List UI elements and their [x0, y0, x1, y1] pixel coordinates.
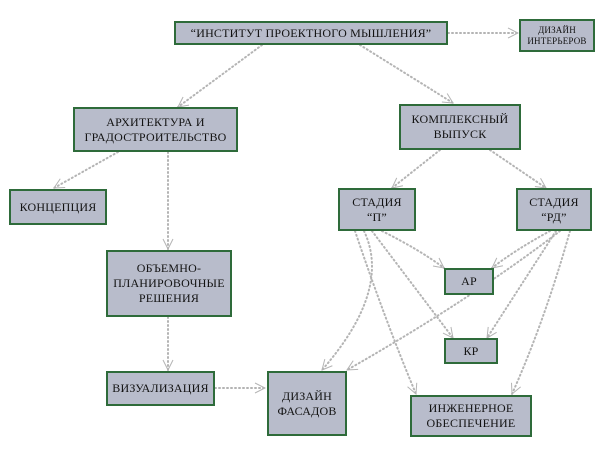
edge-stage-rd-engineering	[511, 230, 571, 394]
edge-stage-p-engineering	[354, 230, 416, 394]
concept-node: КОНЦЕПЦИЯ	[9, 189, 107, 225]
complex-release-node: КОМПЛЕКСНЫЙ ВЫПУСК	[399, 104, 521, 150]
edge-institute-architecture	[177, 44, 263, 108]
edge-stage-p-ar	[381, 230, 445, 269]
stage-p-node: СТАДИЯ “П”	[338, 188, 416, 231]
kr-node: КР	[444, 338, 498, 364]
institute-node: “ИНСТИТУТ ПРОЕКТНОГО МЫШЛЕНИЯ”	[174, 21, 448, 45]
edge-stage-rd-facades	[346, 230, 561, 371]
edge-stage-rd-kr	[486, 230, 557, 339]
edge-stage-p-kr	[371, 230, 454, 339]
edge-stage-rd-ar	[491, 230, 551, 269]
architecture-node: АРХИТЕКТУРА И ГРАДОСТРОИТЕЛЬСТВО	[73, 107, 238, 152]
facade-design-node: ДИЗАЙН ФАСАДОВ	[267, 371, 347, 436]
edge-institute-complex	[359, 44, 454, 104]
ar-node: АР	[444, 268, 494, 295]
visualization-node: ВИЗУАЛИЗАЦИЯ	[106, 371, 215, 406]
stage-rd-node: СТАДИЯ “РД”	[516, 188, 592, 231]
volume-planning-node: ОБЪЕМНО- ПЛАНИРОВОЧНЫЕ РЕШЕНИЯ	[106, 250, 232, 317]
edge-architecture-concept	[53, 151, 119, 189]
edge-stage-p-facades	[321, 230, 373, 371]
edge-complex-stage-rd	[489, 149, 547, 189]
interior-design-node: ДИЗАЙН ИНТЕРЬЕРОВ	[519, 19, 595, 52]
engineering-node: ИНЖЕНЕРНОЕ ОБЕСПЕЧЕНИЕ	[410, 395, 532, 437]
edge-complex-stage-p	[391, 149, 441, 189]
